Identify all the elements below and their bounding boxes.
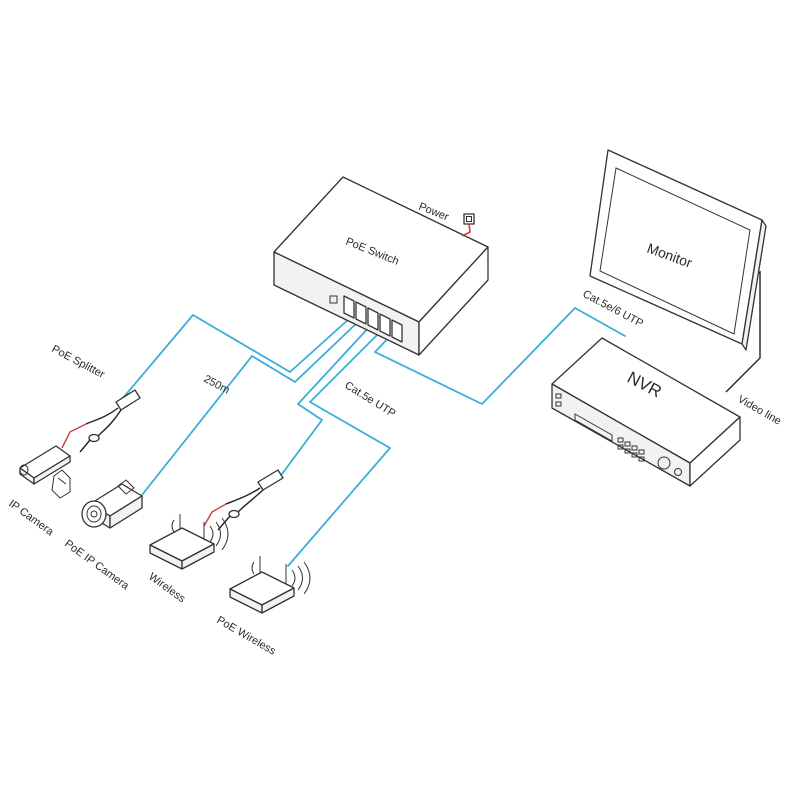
power-wire <box>461 223 471 237</box>
wifi-signal-icon <box>209 517 229 551</box>
cable-to-nvr <box>374 307 626 405</box>
poe-wireless-label: PoE Wireless <box>215 614 279 658</box>
poe-splitter-2 <box>203 469 284 531</box>
nvr-buttons <box>617 437 645 462</box>
cable-to-poe-wireless <box>287 327 391 567</box>
cat5e-utp-label: Cat.5e UTP <box>342 379 397 420</box>
poe-splitter-label: PoE Splitter <box>50 343 107 381</box>
cable-to-poe-splitter <box>122 314 351 399</box>
wireless-router <box>149 514 229 570</box>
video-line-label: Video line <box>736 393 784 427</box>
ip-camera <box>19 445 71 499</box>
monitor <box>589 149 767 351</box>
wireless-label: Wireless <box>146 571 188 606</box>
nvr <box>551 337 741 487</box>
poe-wireless-router <box>229 556 311 614</box>
switch-ports <box>343 295 403 343</box>
nvr-dial <box>657 456 671 470</box>
cable-to-poe-ip-camera <box>137 319 361 501</box>
poe-ip-camera <box>81 479 143 529</box>
cable-to-wireless-splitter <box>281 323 373 475</box>
power-socket <box>463 213 475 225</box>
poe-ip-camera-label: PoE IP Camera <box>62 538 131 593</box>
reset-button <box>329 295 338 304</box>
poe-switch <box>273 176 489 356</box>
poe-splitter-1 <box>61 389 141 453</box>
utp-cables <box>122 307 626 567</box>
ip-camera-label: IP Camera <box>6 498 56 539</box>
wifi-signal-icon <box>291 561 311 595</box>
distance-label: 250m <box>202 373 232 397</box>
